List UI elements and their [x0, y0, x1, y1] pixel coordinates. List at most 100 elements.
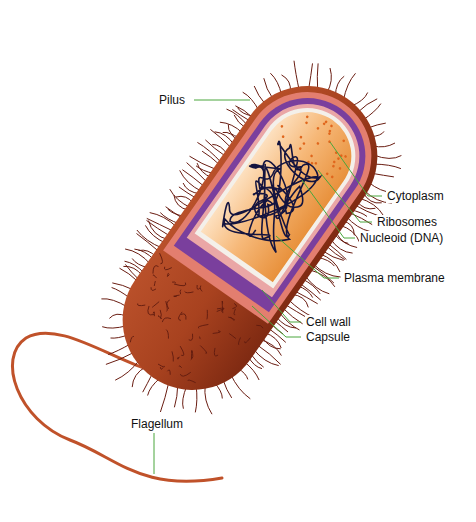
- pilus: [312, 265, 334, 283]
- surface-pilus: [145, 306, 156, 317]
- surface-pilus: [176, 346, 187, 356]
- part-label: Cytoplasm: [386, 189, 445, 203]
- leader-line: [262, 290, 301, 322]
- ribosome: [299, 135, 303, 139]
- pilus: [205, 140, 226, 157]
- ribosome: [344, 155, 348, 159]
- ribosome: [328, 129, 332, 133]
- surface-pilus: [177, 356, 180, 359]
- surface-pilus: [162, 315, 171, 325]
- surface-pilus: [188, 334, 195, 342]
- surface-pilus: [232, 309, 238, 315]
- surface-pilus: [229, 334, 236, 339]
- leader-line: [302, 180, 355, 238]
- leader-line: [154, 433, 155, 474]
- pilus: [343, 73, 355, 100]
- surface-pilus: [155, 253, 166, 264]
- surface-pilus: [168, 351, 178, 361]
- part-label: Pilus: [158, 93, 186, 107]
- pilus: [299, 283, 321, 300]
- cell-wall-layer: [139, 75, 388, 336]
- pilus: [309, 63, 313, 90]
- surface-pilus: [211, 348, 220, 357]
- ribosome: [328, 132, 332, 136]
- capsule-cut: [134, 67, 397, 345]
- surface-pilus: [158, 362, 165, 368]
- pilus: [101, 299, 128, 308]
- ribosome: [330, 175, 334, 179]
- surface-pilus: [156, 310, 164, 319]
- surface-pilus: [150, 286, 156, 292]
- surface-pilus: [199, 337, 202, 340]
- pilus: [320, 254, 340, 272]
- surface-pilus: [158, 316, 162, 319]
- nucleoid-dna: [212, 132, 334, 262]
- pilus: [205, 385, 212, 415]
- surface-pilus: [167, 369, 173, 374]
- ribosome: [342, 139, 346, 143]
- leader-line: [194, 100, 250, 101]
- surface-pilus: [188, 378, 196, 385]
- surface-pilus: [167, 273, 170, 277]
- ribosome: [302, 142, 306, 146]
- membrane-layer: [147, 84, 379, 325]
- surface-pilus: [177, 312, 185, 321]
- part-label: Plasma membrane: [343, 271, 446, 285]
- surface-pilus: [195, 285, 200, 290]
- surface-pilus: [153, 281, 157, 286]
- surface-pilus: [163, 330, 172, 339]
- surface-pilus: [161, 301, 171, 311]
- surface-pilus: [203, 310, 212, 319]
- surface-pilus: [198, 346, 208, 354]
- pilus: [373, 155, 401, 159]
- surface-pilus: [174, 278, 187, 290]
- leader-line: [318, 170, 372, 222]
- leader-line: [330, 142, 382, 196]
- pilus: [190, 156, 218, 170]
- surface-pilus: [152, 300, 159, 309]
- ribosome: [310, 154, 314, 158]
- pilus: [256, 344, 280, 364]
- pilus: [373, 164, 401, 169]
- surface-pilus: [129, 336, 134, 343]
- surface-pilus: [213, 329, 221, 337]
- part-label: Cell wall: [305, 315, 352, 329]
- pilus: [145, 225, 165, 243]
- surface-pilus: [256, 323, 263, 329]
- ribosome: [281, 135, 285, 139]
- cytoplasm: [155, 95, 369, 314]
- pilus: [294, 61, 299, 91]
- dna-strand: [212, 132, 334, 262]
- surface-pilus: [217, 305, 224, 312]
- ribosome: [330, 124, 334, 128]
- ribosome: [316, 127, 320, 131]
- pilus: [187, 163, 208, 184]
- surface-pilus: [137, 301, 145, 309]
- part-label: Ribosomes: [376, 215, 438, 229]
- pilus: [182, 170, 205, 187]
- surface-pilus: [152, 312, 156, 317]
- ribosome: [332, 160, 336, 164]
- pilus: [115, 360, 140, 381]
- surface-pilus: [153, 275, 157, 278]
- leader-line: [252, 306, 301, 337]
- surface-pilus: [237, 337, 244, 345]
- ribosome: [337, 157, 341, 161]
- ribosome: [305, 115, 309, 119]
- pilus: [106, 352, 135, 365]
- surface-pilus: [187, 350, 196, 360]
- ribosome: [280, 125, 284, 129]
- surface-pilus: [165, 300, 174, 309]
- ribosome: [298, 147, 302, 151]
- surface-pilus: [244, 336, 250, 343]
- ribosome: [332, 164, 336, 168]
- surface-pilus: [179, 290, 183, 295]
- part-label: Capsule: [305, 330, 351, 344]
- ribosome: [322, 122, 326, 126]
- surface-pilus: [228, 316, 235, 321]
- ribosome: [325, 172, 329, 176]
- pilus: [294, 291, 318, 304]
- pilus: [346, 216, 370, 231]
- leader-line: [276, 236, 339, 278]
